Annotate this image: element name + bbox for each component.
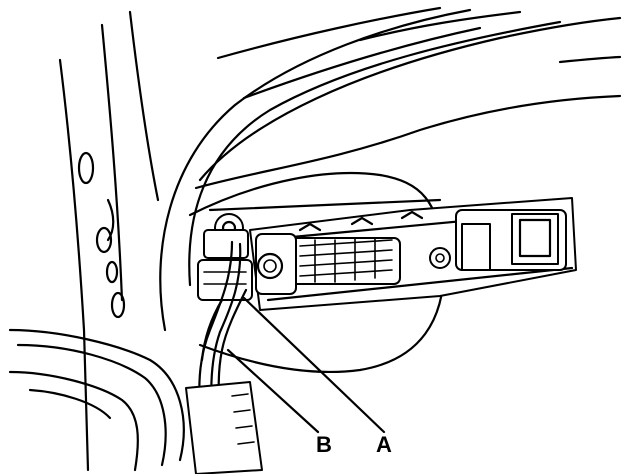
loose-cables xyxy=(8,328,185,472)
leader-lines xyxy=(226,296,386,434)
body-panel-lines xyxy=(58,6,622,472)
callout-label-a: A xyxy=(376,432,392,457)
sensor-bracket xyxy=(249,197,577,311)
leader-line-a xyxy=(242,296,386,434)
trim-panel xyxy=(185,381,263,474)
callout-label-b: B xyxy=(316,432,332,457)
pillar-holes xyxy=(77,151,126,319)
leader-line-b xyxy=(226,348,320,434)
